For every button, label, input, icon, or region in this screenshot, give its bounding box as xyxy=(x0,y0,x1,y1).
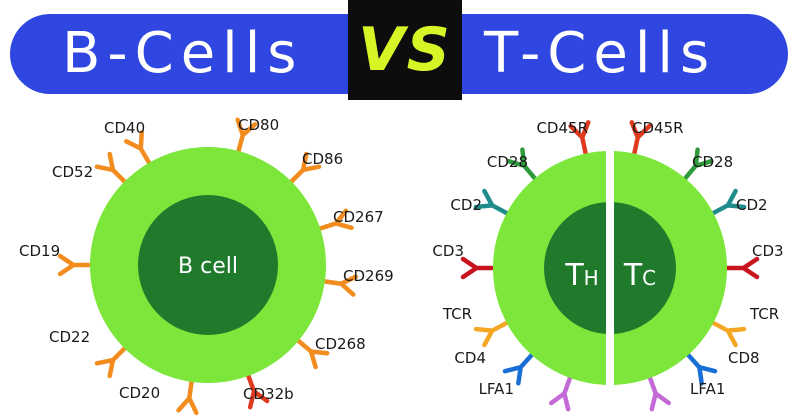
t-cytotoxic-marker-cd2: CD2 xyxy=(736,196,768,214)
b-marker-cd268: CD268 xyxy=(315,335,366,353)
t-cytotoxic-marker-cd28: CD28 xyxy=(692,153,733,171)
t-cytotoxic-receptor-tcr-icon xyxy=(707,318,747,348)
t-helper-marker-cd28: CD28 xyxy=(487,153,528,171)
t-helper-marker-cd3: CD3 xyxy=(432,242,464,260)
t-helper-marker-tcr: TCR xyxy=(442,305,472,323)
t-cytotoxic-receptor-lfa1-icon xyxy=(646,371,671,412)
b-marker-cd32b: CD32b xyxy=(243,385,294,403)
t-cell-receptors xyxy=(460,120,760,412)
b-marker-cd22: CD22 xyxy=(49,328,90,346)
t-helper-receptor-cd3-icon xyxy=(460,256,500,280)
b-marker-cd86: CD86 xyxy=(302,150,343,168)
b-marker-cd52: CD52 xyxy=(52,163,93,181)
b-marker-cd19: CD19 xyxy=(19,242,60,260)
t-cells-title: T-Cells xyxy=(484,21,717,86)
vs-badge: VS xyxy=(348,0,462,100)
b-receptor-cd52-icon xyxy=(94,151,130,187)
t-cytotoxic-marker-tcr: TCR xyxy=(749,305,779,323)
b-receptor-cd40-icon xyxy=(123,130,154,169)
t-cytotoxic-marker-cd45r: CD45R xyxy=(632,119,684,137)
t-cytotoxic-marker-lfa1: LFA1 xyxy=(690,380,725,398)
b-marker-cd269: CD269 xyxy=(343,267,394,285)
b-marker-cd80: CD80 xyxy=(238,116,279,134)
b-cell-receptors xyxy=(57,117,359,416)
b-marker-cd20: CD20 xyxy=(119,384,160,402)
t-helper-receptor-lfa1-icon xyxy=(549,371,574,412)
b-receptor-cd22-icon xyxy=(94,343,130,379)
t-helper-marker-cd4: CD4 xyxy=(454,349,486,367)
t-cytotoxic-receptor-cd8-icon xyxy=(683,349,718,386)
vs-label: VS xyxy=(358,15,452,85)
b-marker-cd40: CD40 xyxy=(104,119,145,137)
t-helper-receptor-cd4-icon xyxy=(502,349,537,386)
b-cell-label: B cell xyxy=(178,254,238,279)
t-cytotoxic-marker-cd3: CD3 xyxy=(752,242,784,260)
b-cells-title: B-Cells xyxy=(62,21,304,86)
b-cell-nucleus xyxy=(138,195,278,335)
t-helper-marker-cd45r: CD45R xyxy=(536,119,588,137)
t-cell-divider xyxy=(606,150,614,386)
t-helper-marker-cd2: CD2 xyxy=(450,196,482,214)
t-cytotoxic-marker-cd8: CD8 xyxy=(728,349,760,367)
t-helper-receptor-tcr-icon xyxy=(473,318,513,348)
b-receptor-cd19-icon xyxy=(57,253,97,277)
helper-t-label: TH xyxy=(564,258,598,293)
b-receptor-cd20-icon xyxy=(176,375,199,416)
t-cytotoxic-receptor-cd3-icon xyxy=(720,256,760,280)
cytotoxic-t-label: TC xyxy=(623,258,656,293)
b-marker-cd267: CD267 xyxy=(333,208,384,226)
t-helper-marker-lfa1: LFA1 xyxy=(479,380,514,398)
